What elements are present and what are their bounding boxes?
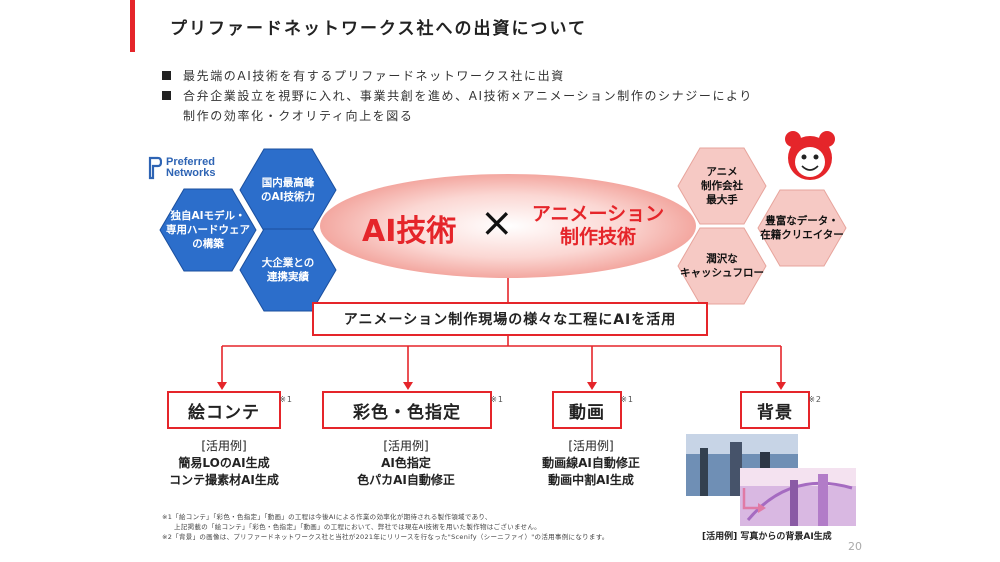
process-name: 背景 [757, 402, 793, 423]
bullet-square-icon [162, 71, 171, 80]
process-note: ※1 [279, 395, 293, 404]
pfn-logo-line2: Networks [166, 167, 216, 179]
hex-text-mid-left: 独自AIモデル・専用ハードウェアの構築 [166, 210, 250, 250]
bullet-text-continued: 制作の効率化・クオリティ向上を図る [183, 109, 414, 123]
process-box-ekonte: 絵コンテ ※1 [167, 391, 292, 429]
center-ellipse [320, 174, 696, 278]
example-coloring: [活用例] AI色指定 色パカAI自動修正 [357, 439, 455, 487]
process-name: 動画 [569, 402, 605, 423]
bullet-item: 最先端のAI技術を有するプリファードネットワークス社に出資 [162, 66, 753, 86]
process-name: 絵コンテ [188, 402, 260, 423]
hex-top-right [677, 147, 767, 225]
process-note: ※2 [808, 395, 822, 404]
pfn-logo-mark-icon [148, 156, 162, 180]
footnotes: ※1「絵コンテ」「彩色・色指定」「動画」の工程は今後AIによる作業の効率化が期待… [162, 512, 609, 542]
footnote-line: ※1「絵コンテ」「彩色・色指定」「動画」の工程は今後AIによる作業の効率化が期待… [162, 513, 492, 521]
process-note: ※1 [620, 395, 634, 404]
example-ekonte: [活用例] 簡易LOのAI生成 コンテ撮素材AI生成 [169, 439, 279, 487]
animation-technology-label: アニメーション 制作技術 [531, 203, 665, 248]
hex-text-top-right: アニメ制作会社最大手 [701, 166, 743, 206]
process-box-haikei: 背景 ※2 [740, 391, 821, 429]
hex-mid-left [159, 188, 257, 272]
mascot-logo-icon [785, 131, 835, 180]
footnote-line: ※2「背景」の画像は、プリファードネットワークス社と当社が2021年にリリースを… [162, 533, 609, 541]
background-ai-photo-collage [686, 434, 856, 526]
bullet-item: 合弁企業設立を視野に入れ、事業共創を進め、AI技術×アニメーション制作のシナジー… [162, 86, 753, 106]
process-name: 彩色・色指定 [353, 402, 461, 423]
title-accent-bar [130, 0, 135, 52]
process-box-coloring: 彩色・色指定 ※1 [322, 391, 503, 429]
connector-arrowheads [217, 382, 786, 390]
photo-caption: [活用例] 写真からの背景AI生成 [702, 532, 832, 542]
hex-text-top-left: 国内最高峰のAI技術力 [260, 177, 316, 203]
hex-mid-right [757, 189, 847, 267]
process-note: ※1 [490, 395, 504, 404]
bullet-list: 最先端のAI技術を有するプリファードネットワークス社に出資 合弁企業設立を視野に… [162, 66, 753, 126]
example-douga: [活用例] 動画線AI自動修正 動画中割AI生成 [542, 439, 640, 487]
hex-text-bottom-left: 大企業との連携実績 [261, 257, 315, 283]
hex-bottom-left [239, 228, 337, 312]
cross-symbol: × [480, 200, 514, 246]
ai-application-banner: アニメーション制作現場の様々な工程にAIを活用 [312, 302, 708, 336]
pfn-logo-line1: Preferred [166, 156, 215, 168]
bullet-text: 最先端のAI技術を有するプリファードネットワークス社に出資 [183, 69, 565, 83]
bullet-text: 合弁企業設立を視野に入れ、事業共創を進め、AI技術×アニメーション制作のシナジー… [183, 89, 754, 103]
connector-lines [221, 268, 782, 384]
slide-title: プリファードネットワークス社への出資について [170, 19, 587, 39]
hex-text-bottom-right: 潤沢なキャッシュフロー [680, 253, 764, 279]
process-box-douga: 動画 ※1 [552, 391, 633, 429]
bullet-square-icon [162, 91, 171, 100]
footnote-line: 上記掲載の「絵コンテ」「彩色・色指定」「動画」の工程において、弊社では現在AI技… [174, 523, 541, 531]
hex-text-mid-right: 豊富なデータ・在籍クリエイター [760, 215, 844, 241]
page-number: 20 [848, 540, 862, 553]
ai-technology-label: AI技術 [362, 214, 457, 249]
preferred-networks-logo: Preferred Networks [148, 156, 216, 180]
